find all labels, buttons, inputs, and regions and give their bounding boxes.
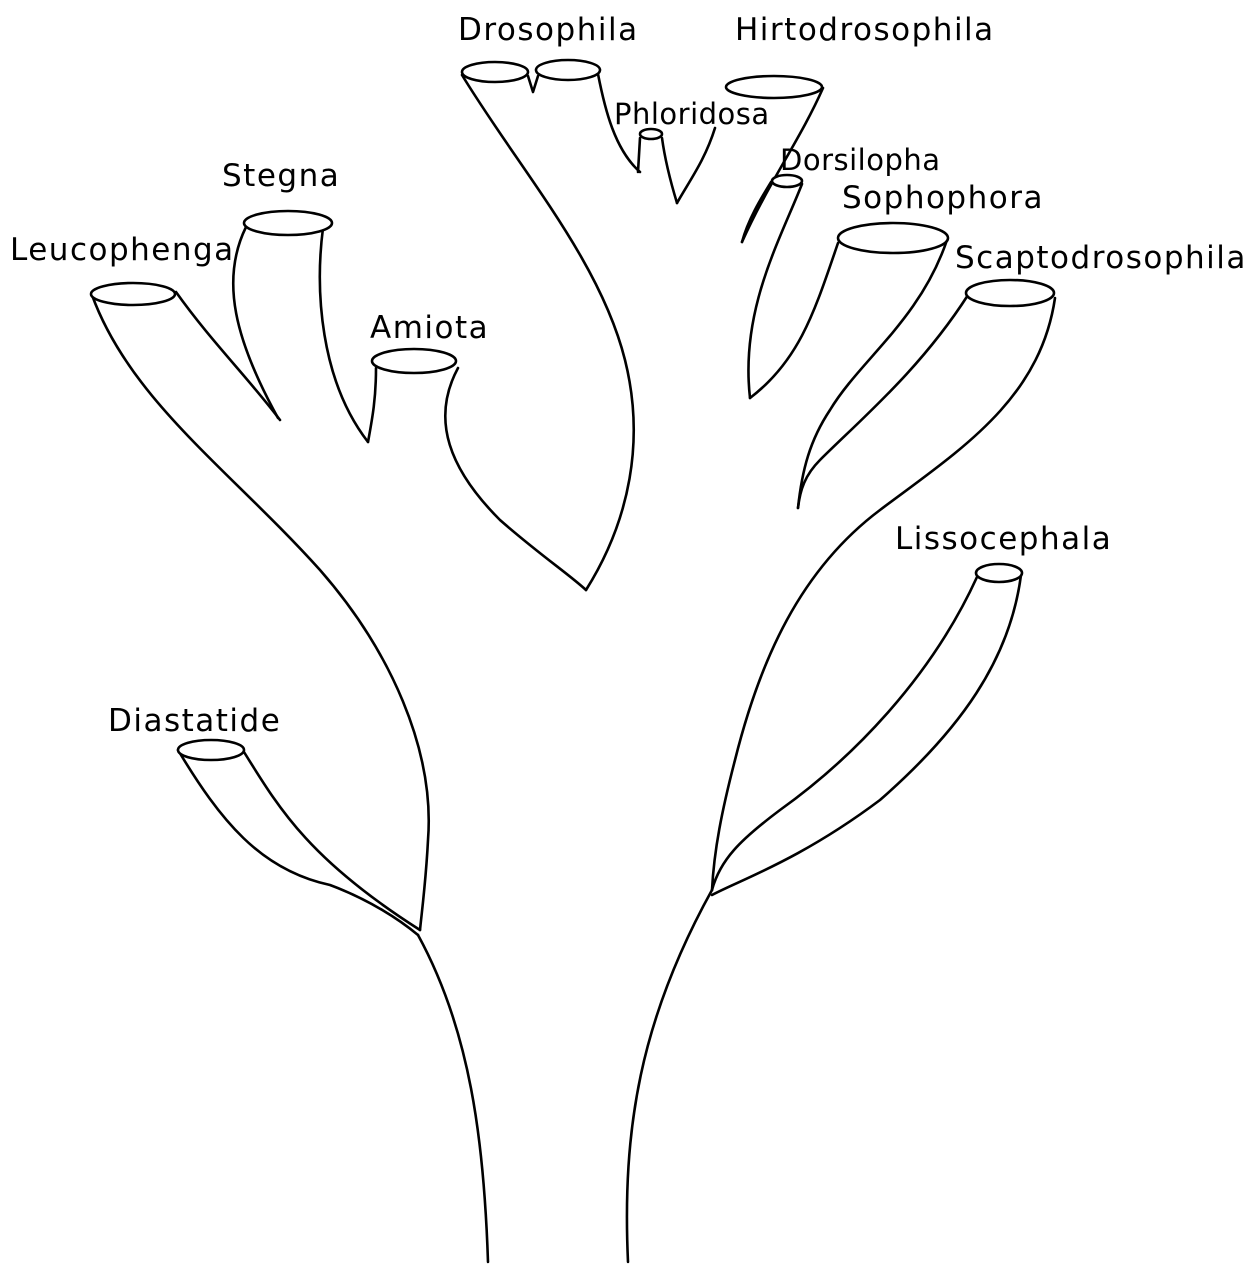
drosophila-lip-left <box>462 62 528 82</box>
diastatide-lip <box>178 740 244 760</box>
sophophora-lip <box>838 223 948 253</box>
lissocephala-branch-left <box>712 577 977 890</box>
hirtodrosophila-branch-left <box>677 128 715 203</box>
label-drosophila: Drosophila <box>458 12 639 48</box>
scaptodrosophila-lip <box>966 280 1054 306</box>
label-stegna: Stegna <box>222 158 340 194</box>
phloridosa-branch <box>638 138 677 203</box>
label-amiota: Amiota <box>370 310 489 346</box>
amiota-lip <box>372 349 456 373</box>
label-scaptodrosophila: Scaptodrosophila <box>955 240 1247 276</box>
label-lissocephala: Lissocephala <box>895 521 1112 557</box>
dorsilopha-branch-right <box>748 184 802 398</box>
trunk-left-edge <box>418 935 488 1262</box>
diastatide-branch <box>178 750 418 935</box>
drosophila-lip-right <box>536 60 600 80</box>
scaptodrosophila-branch-left <box>798 295 968 508</box>
diastatide-branch-inner <box>244 752 420 930</box>
amiota-branch-right <box>445 368 586 590</box>
stegna-branch-right <box>320 228 368 442</box>
leucophenga-lip <box>91 283 175 305</box>
leucophenga-branch-inner <box>176 292 280 420</box>
drosophila-notch <box>528 76 538 92</box>
label-diastatide: Diastatide <box>108 703 281 739</box>
amiota-branch-left <box>368 368 376 442</box>
lissocephala-lip <box>976 564 1022 582</box>
stegna-lip <box>244 211 332 235</box>
hirtodrosophila-lip <box>726 76 822 98</box>
sophophora-branch-left <box>750 243 838 398</box>
label-hirtodrosophila: Hirtodrosophila <box>735 12 995 48</box>
trunk-right-edge <box>627 890 712 1262</box>
label-phloridosa: Phloridosa <box>614 97 770 131</box>
label-sophophora: Sophophora <box>842 180 1044 216</box>
sophophora-branch-right <box>798 240 947 508</box>
left-outer-contour <box>92 295 429 930</box>
label-leucophenga: Leucophenga <box>10 232 235 268</box>
label-dorsilopha: Dorsilopha <box>780 143 941 177</box>
